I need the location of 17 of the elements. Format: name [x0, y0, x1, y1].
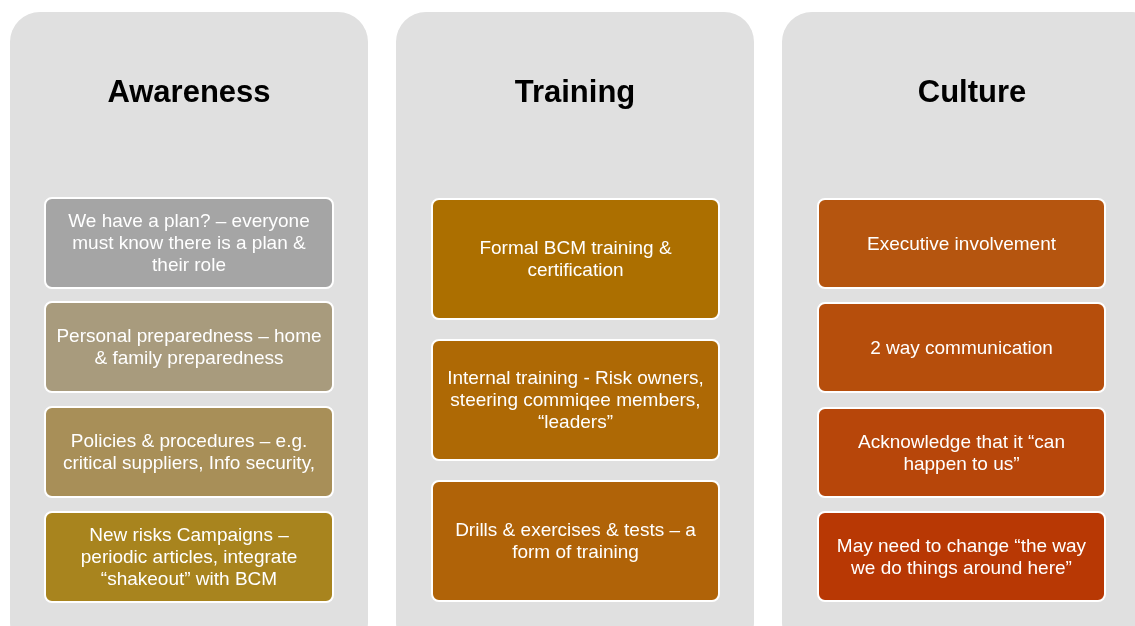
item-card: Acknowledge that it “can happen to us” — [817, 407, 1106, 498]
item-card: Drills & exercises & tests – a form of training — [431, 480, 720, 602]
column-heading: Culture — [916, 74, 1028, 110]
item-card: Policies & procedures – e.g. critical suppliers, Info security, — [44, 406, 334, 498]
item-card: 2 way communication — [817, 302, 1106, 393]
column-panel — [396, 12, 754, 626]
column-heading: Awareness — [106, 74, 272, 110]
item-card: We have a plan? – everyone must know there is a plan & their role — [44, 197, 334, 289]
column-panel — [782, 12, 1135, 626]
column-heading: Training — [513, 74, 637, 110]
column-panel — [10, 12, 368, 626]
item-card: Internal training - Risk owners, steering commiqee members, “leaders” — [431, 339, 720, 461]
item-card: Executive involvement — [817, 198, 1106, 289]
item-card: Personal preparedness – home & family preparedness — [44, 301, 334, 393]
item-card: May need to change “the way we do things around here” — [817, 511, 1106, 602]
item-card: New risks Campaigns – periodic articles, integrate “shakeout” with BCM — [44, 511, 334, 603]
item-card: Formal BCM training & certification — [431, 198, 720, 320]
